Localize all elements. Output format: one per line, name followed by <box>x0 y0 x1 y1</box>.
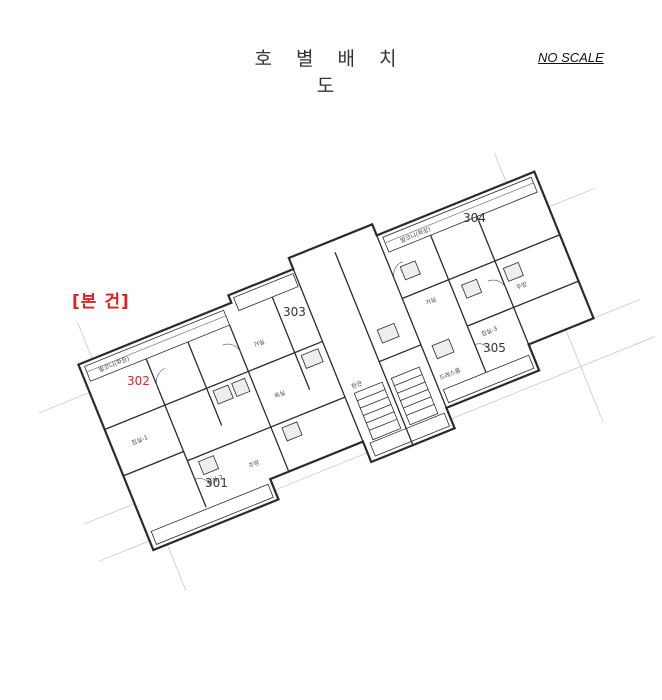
door-swings <box>156 261 507 487</box>
unit-label-302: 302 <box>127 374 150 388</box>
fixtures <box>197 260 524 476</box>
room-label-kitchen: 주방 <box>515 280 529 292</box>
drawing-title: 호 별 배 치 도 <box>254 48 406 97</box>
balcony-bands <box>84 176 538 545</box>
room-label-living: 거실 <box>253 338 266 350</box>
unit-label-304: 304 <box>463 211 486 225</box>
unit-label-305: 305 <box>483 341 506 355</box>
room-label-entrance: 현관 <box>350 379 364 391</box>
unit-label-301: 301 <box>205 476 228 490</box>
room-label-bath: 욕실 <box>273 389 286 401</box>
stair-core <box>353 366 439 441</box>
building-outline <box>76 170 595 552</box>
scale-note: NO SCALE <box>538 50 604 65</box>
subject-building-label: [본 건] <box>72 292 130 312</box>
room-label-kitchen: 주방 <box>247 458 261 470</box>
interior-walls <box>104 216 579 508</box>
unit-label-303: 303 <box>283 305 306 319</box>
room-label-living: 거실 <box>424 295 437 307</box>
